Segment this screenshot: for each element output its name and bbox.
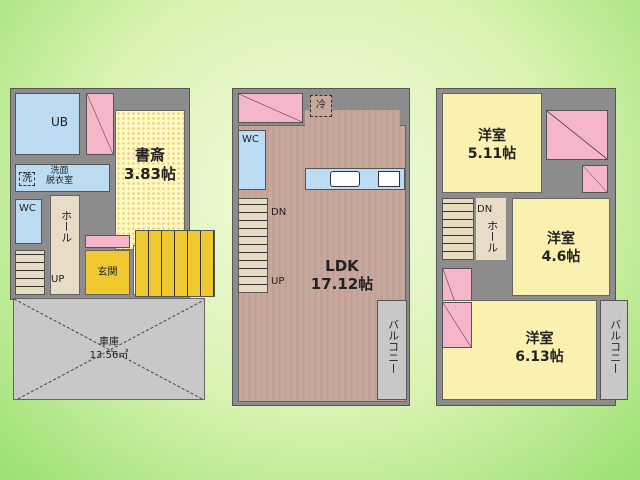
ldk-label: LDK [325,257,359,275]
floor3-plan: 洋室 5.11帖 ホール DN 洋室 4.6帖 洋室 6.13帖 バルコニー [0,0,628,406]
entrance-label: 玄関 [97,267,118,278]
balcony: バルコニー [600,300,628,400]
wc-room: WC [15,199,42,244]
hall: ホール UP [50,195,80,295]
hall-label: ホール [485,220,499,253]
balcony-label: バルコニー [608,319,622,374]
room-2: 洋室 4.6帖 [512,198,610,296]
hall-label: ホール [59,210,73,243]
balcony: バルコニー [377,300,407,400]
stairs [238,198,268,293]
closet [442,302,472,348]
fridge-label: 冷 [316,100,326,111]
unit-bath: UB [15,93,80,155]
ldk-size: 17.12帖 [310,275,374,293]
washroom-label: 洗面 脱衣室 [46,166,74,187]
closet [238,93,303,123]
stove-icon [378,171,400,187]
room2-label: 洋室 [547,231,575,247]
closet [86,93,114,155]
garage: 車庫 13.56㎡ [13,298,205,400]
fridge-space: 冷 [310,95,332,117]
dn-label: DN [271,207,287,218]
garage-size: 13.56㎡ [89,350,129,361]
balcony-label: バルコニー [386,319,400,374]
up-label: UP [271,276,285,287]
washer-icon: 洗 [19,172,35,186]
floor1-plan: 書斎 3.83帖 UB 洗 洗面 脱衣室 WC ホール UP 玄関 車庫 13.… [0,0,220,420]
study-room: 書斎 3.83帖 [115,110,185,250]
stairs [442,198,474,260]
study-label: 書斎 [134,146,165,164]
wc-label: WC [242,134,259,145]
room2-size: 4.6帖 [541,249,581,265]
closet [546,110,608,160]
entry-steps [135,230,215,297]
room3-label: 洋室 [525,331,554,347]
entrance: 玄関 [85,250,130,295]
shoe-closet [85,235,130,248]
sink-icon [330,171,360,187]
garage-label: 車庫 [99,337,119,348]
room-1: 洋室 5.11帖 [442,93,542,193]
dn-label: DN [477,204,493,215]
wc-room: WC [238,130,266,190]
study-size: 3.83帖 [123,165,176,183]
closet [582,165,608,193]
hall: ホール [476,198,506,260]
garage-cross [14,299,204,399]
up-label: UP [51,274,65,285]
room3-size: 6.13帖 [515,349,564,365]
room1-label: 洋室 [478,128,506,144]
ub-label: UB [51,115,69,129]
wc-label: WC [19,203,36,214]
floor2-plan: LDK 17.12帖 冷 WC DN UP バルコニー [0,0,410,406]
room1-size: 5.11帖 [467,146,517,162]
washroom: 洗 洗面 脱衣室 [15,164,110,192]
stairs [15,250,45,295]
